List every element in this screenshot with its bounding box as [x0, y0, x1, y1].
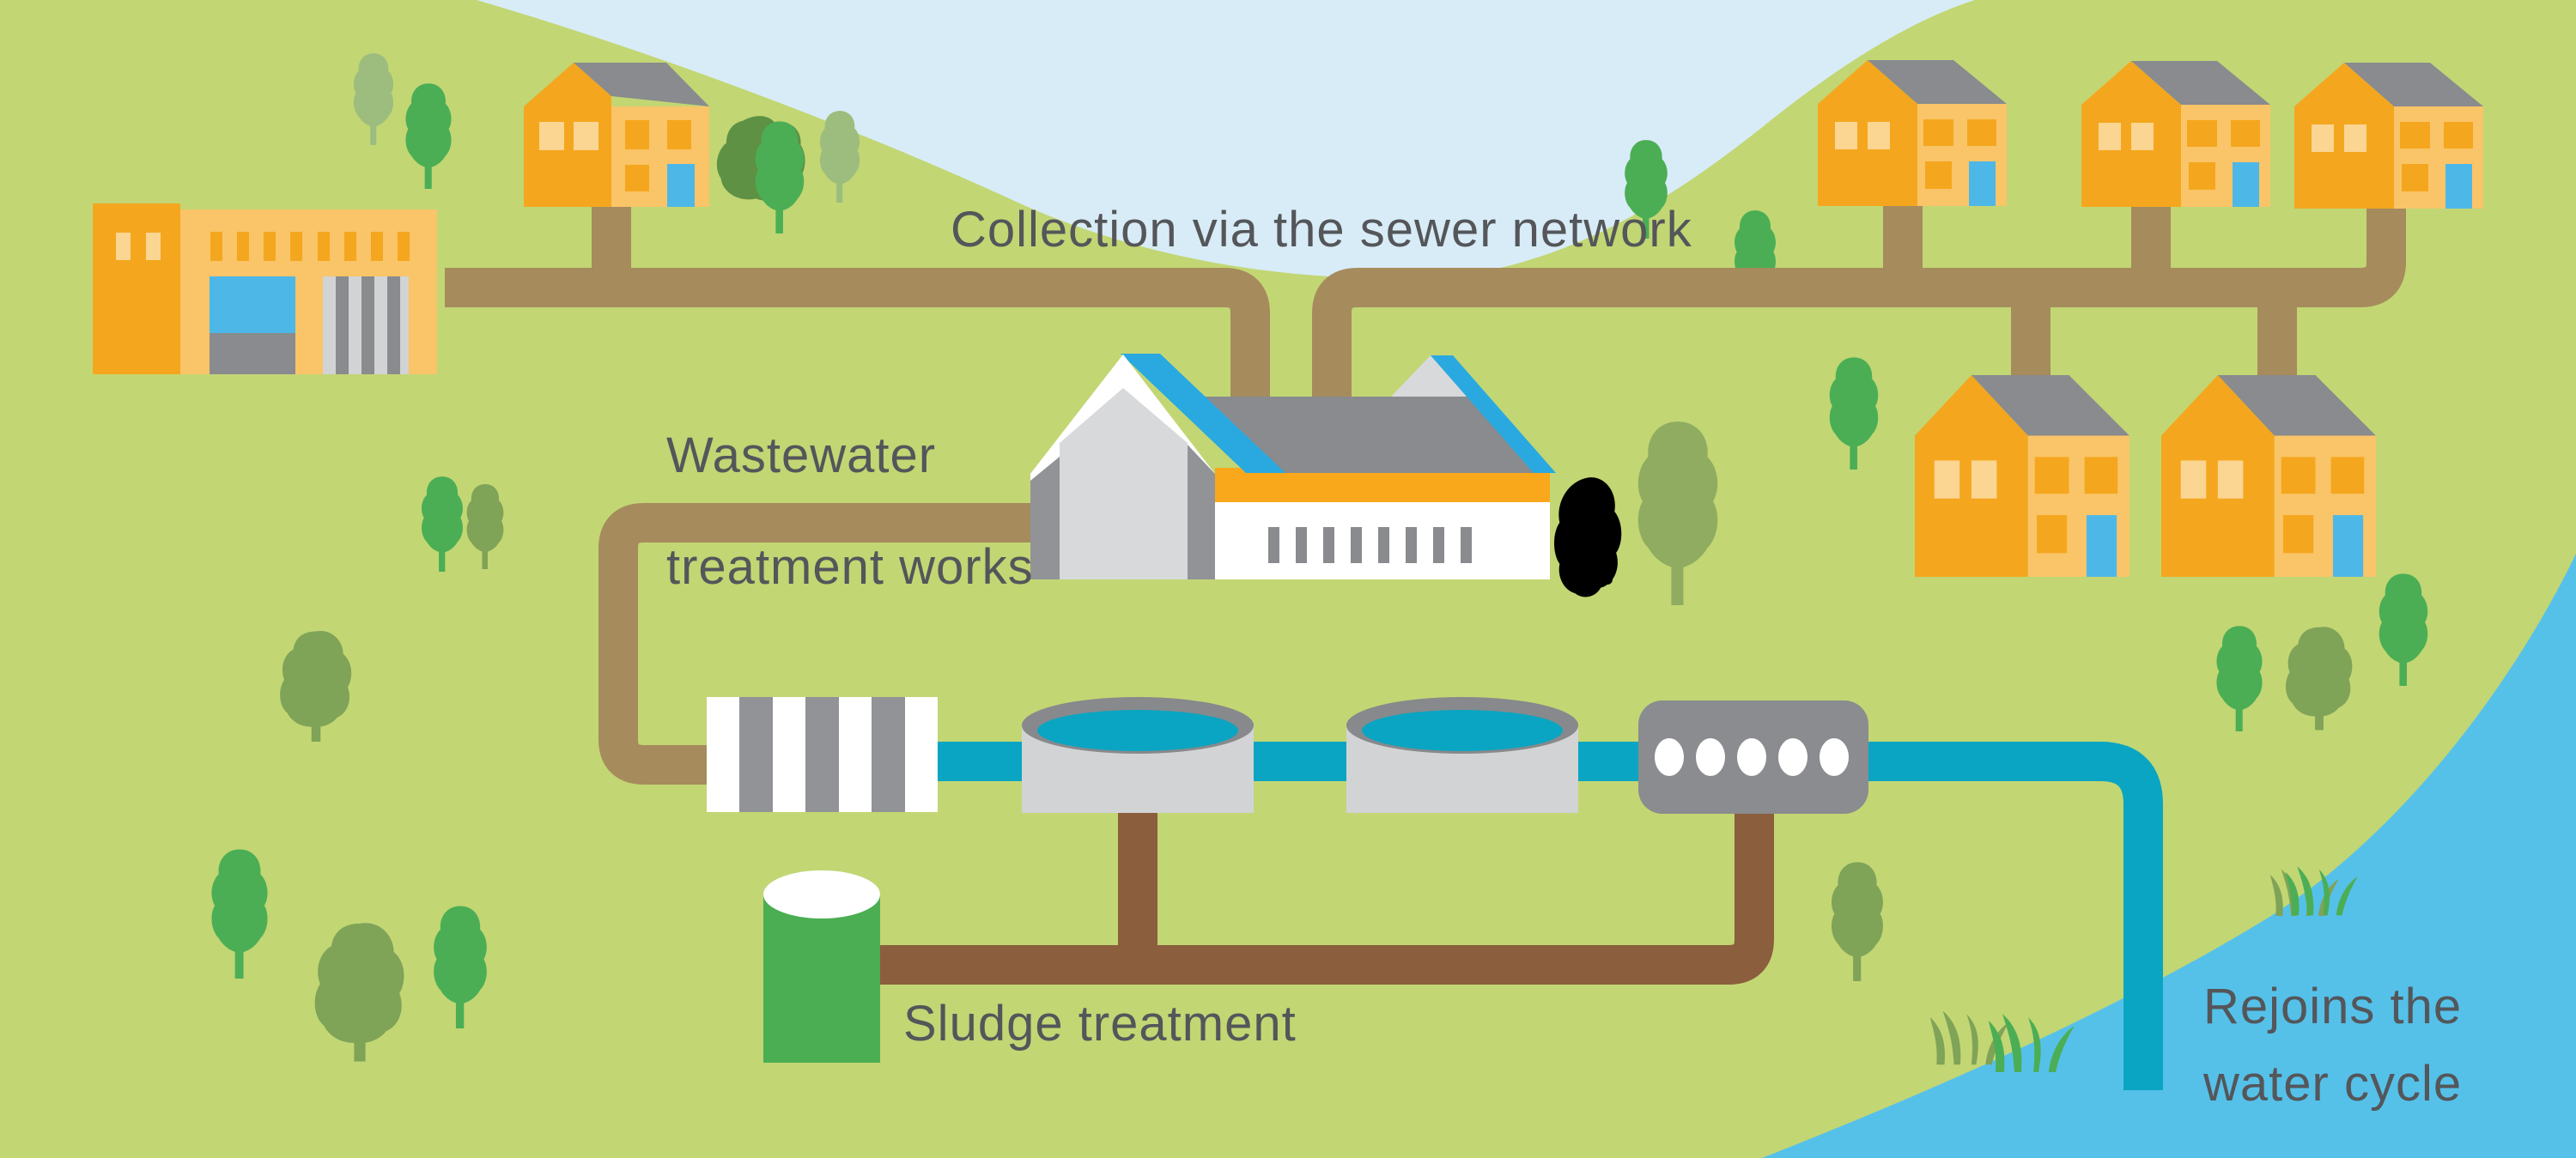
works-roof — [1178, 397, 1552, 473]
label-sludge: Sludge treatment — [903, 996, 1297, 1052]
label-wastewater-line1: Wastewater — [666, 427, 936, 483]
factory-building — [93, 203, 437, 374]
sludge-treatment-tank — [763, 870, 880, 1063]
works-window-slits — [1268, 527, 1472, 563]
house-icon — [2081, 61, 2270, 207]
label-collection: Collection via the sewer network — [951, 202, 1692, 258]
house-icon — [1915, 375, 2129, 577]
settlement-tank-1 — [1022, 697, 1254, 813]
label-wastewater-line2: treatment works — [666, 539, 1034, 595]
house-top-left — [524, 63, 709, 207]
sewer-main-east — [1312, 204, 2406, 408]
house-icon — [2161, 375, 2376, 577]
factory-window-slits — [210, 232, 410, 261]
screening-filter — [707, 697, 938, 812]
sludge-pipes — [867, 807, 1774, 985]
pipe-works-to-screen — [598, 503, 1108, 785]
roof-trim-left — [1121, 354, 1285, 473]
sewer-network-pipes — [445, 204, 2406, 785]
label-rejoins-line2: water cycle — [2202, 1056, 2462, 1112]
houses-upper-right — [1818, 60, 2483, 209]
house-icon — [1818, 60, 2007, 206]
river — [1762, 554, 2576, 1158]
roof-trim-right — [1431, 355, 1556, 473]
sludge-pipe-main — [867, 807, 1774, 985]
label-rejoins-line1: Rejoins the — [2203, 979, 2462, 1034]
settlement-tank-2 — [1346, 697, 1578, 813]
sewer-main-west — [445, 268, 1270, 408]
factory-garage-door — [323, 276, 409, 374]
aeration-unit — [1638, 700, 1868, 814]
rear-gable — [1391, 355, 1470, 397]
labels: Collection via the sewer network Wastewa… — [666, 202, 2462, 1112]
treated-water-pipe — [932, 742, 2163, 1090]
aeration-dots — [1655, 738, 1849, 776]
sky — [477, 0, 1975, 279]
treatment-works-building — [1030, 354, 1556, 579]
bush-icon — [1553, 477, 1622, 597]
house-icon — [2294, 63, 2483, 209]
